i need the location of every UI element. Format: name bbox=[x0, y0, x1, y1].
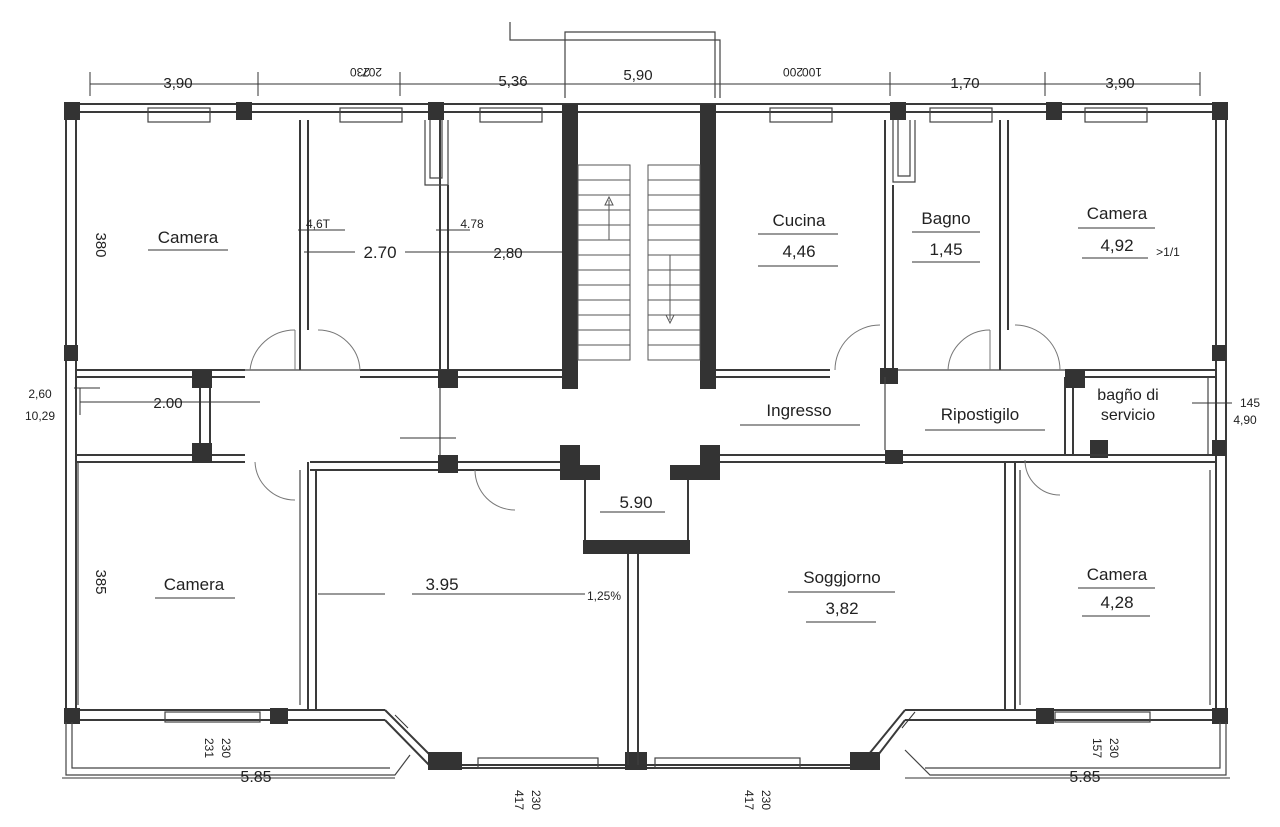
room-name: Camera bbox=[158, 228, 219, 247]
dim-bottom-right-len: 5.85 bbox=[1069, 769, 1100, 786]
staircase bbox=[562, 104, 716, 389]
dim-left-mid-a: 2,60 bbox=[28, 387, 52, 401]
dim-center-lower: 5.90 bbox=[619, 493, 652, 512]
room-value: 1,45 bbox=[929, 240, 962, 259]
dim-corridor-left: 2.00 bbox=[153, 395, 182, 412]
dim-bottom-w4b: 230 bbox=[1107, 738, 1121, 758]
room-value: 3,82 bbox=[825, 599, 858, 618]
room-name-line1: bagño di bbox=[1097, 387, 1158, 404]
dim-bottom-w3b: 230 bbox=[759, 790, 773, 810]
room-dims-middle: 4,6T 2.70 4.78 2,80 bbox=[298, 217, 570, 262]
dim-bottom-w3a: 417 bbox=[742, 790, 756, 810]
dim-top-3: 5,36 bbox=[498, 73, 527, 90]
dim-room2-w: 2,80 bbox=[493, 245, 522, 262]
left-dimensions: 380 385 2,60 10,29 2.00 bbox=[25, 232, 456, 595]
top-dimension-line: 3,90 230 207 5,36 5,90 200 100 1,70 3,90 bbox=[89, 22, 1201, 98]
room-ingresso: Ingresso bbox=[740, 401, 860, 426]
room-name: Soggjorno bbox=[803, 568, 881, 587]
dim-top-4: 5,90 bbox=[623, 67, 652, 84]
dim-right-a: 145 bbox=[1240, 396, 1260, 410]
dim-room-bottom-mid-b: 1,25% bbox=[587, 589, 621, 603]
room-name: Cucina bbox=[773, 211, 826, 230]
dim-bottom-w2b: 230 bbox=[529, 790, 543, 810]
dim-bottom-left-len: 5.85 bbox=[240, 769, 271, 786]
outer-walls bbox=[64, 102, 1228, 776]
room-soggiorno: Soggjorno 3,82 bbox=[788, 568, 895, 623]
dim-left-bottom: 385 bbox=[92, 569, 109, 594]
dim-room-bottom-mid: 3.95 bbox=[425, 575, 458, 594]
room-value: 4,46 bbox=[782, 242, 815, 261]
room-name: Ripostigilo bbox=[941, 405, 1019, 424]
room-name: Camera bbox=[164, 575, 225, 594]
room-value: 4,92 bbox=[1100, 236, 1133, 255]
room-labels: Camera 4,6T 2.70 4.78 2,80 Cucina 4,46 B… bbox=[148, 204, 1260, 623]
interior-walls bbox=[76, 120, 1226, 765]
dim-room1-h: 4,6T bbox=[306, 217, 331, 231]
dim-top-5b: 100 bbox=[802, 65, 822, 79]
room-note: >1/1 bbox=[1156, 245, 1180, 259]
room-camera-top-right: Camera 4,92 >1/1 bbox=[1078, 204, 1180, 259]
dim-left-top: 380 bbox=[92, 232, 109, 257]
dim-top-2a: 230 bbox=[350, 65, 370, 79]
room-camera-bottom-right: Camera 4,28 bbox=[1078, 565, 1155, 617]
dim-bottom-w4a: 157 bbox=[1090, 738, 1104, 758]
dim-right-b: 4,90 bbox=[1233, 413, 1257, 427]
dim-bottom-w2a: 417 bbox=[512, 790, 526, 810]
room-bagno: Bagno 1,45 bbox=[912, 209, 980, 263]
bottom-dimensions: 5.85 5.85 231 230 417 230 417 230 157 23… bbox=[62, 711, 1230, 810]
dim-top-6: 1,70 bbox=[950, 75, 979, 92]
door-swings bbox=[249, 324, 1061, 511]
dim-left-mid-b: 10,29 bbox=[25, 409, 55, 423]
room-value: 4,28 bbox=[1100, 593, 1133, 612]
room-name-line2: servicio bbox=[1101, 407, 1155, 424]
dim-bottom-w1a: 231 bbox=[202, 738, 216, 758]
dim-top-2b: 207 bbox=[362, 65, 382, 79]
room-name: Ingresso bbox=[766, 401, 831, 420]
dim-room2-h: 4.78 bbox=[460, 217, 484, 231]
room-ripostiglio: Ripostigilo bbox=[925, 405, 1045, 431]
dim-room1-w: 2.70 bbox=[363, 243, 396, 262]
room-name: Camera bbox=[1087, 204, 1148, 223]
dim-top-7: 3,90 bbox=[1105, 75, 1134, 92]
room-center-lower: 5.90 bbox=[600, 493, 665, 513]
room-cucina: Cucina 4,46 bbox=[758, 211, 838, 267]
room-camera-bottom-left: Camera bbox=[155, 575, 235, 599]
room-camera-top-left: Camera bbox=[148, 228, 228, 251]
dim-top-1: 3,90 bbox=[163, 75, 192, 92]
room-bagno-servicio: bagño di servicio 145 4,90 bbox=[1097, 387, 1260, 427]
dim-top-5a: 200 bbox=[783, 65, 803, 79]
room-middle-lower: 3.95 1,25% bbox=[318, 575, 621, 603]
room-name: Bagno bbox=[921, 209, 970, 228]
dim-bottom-w1b: 230 bbox=[219, 738, 233, 758]
room-name: Camera bbox=[1087, 565, 1148, 584]
